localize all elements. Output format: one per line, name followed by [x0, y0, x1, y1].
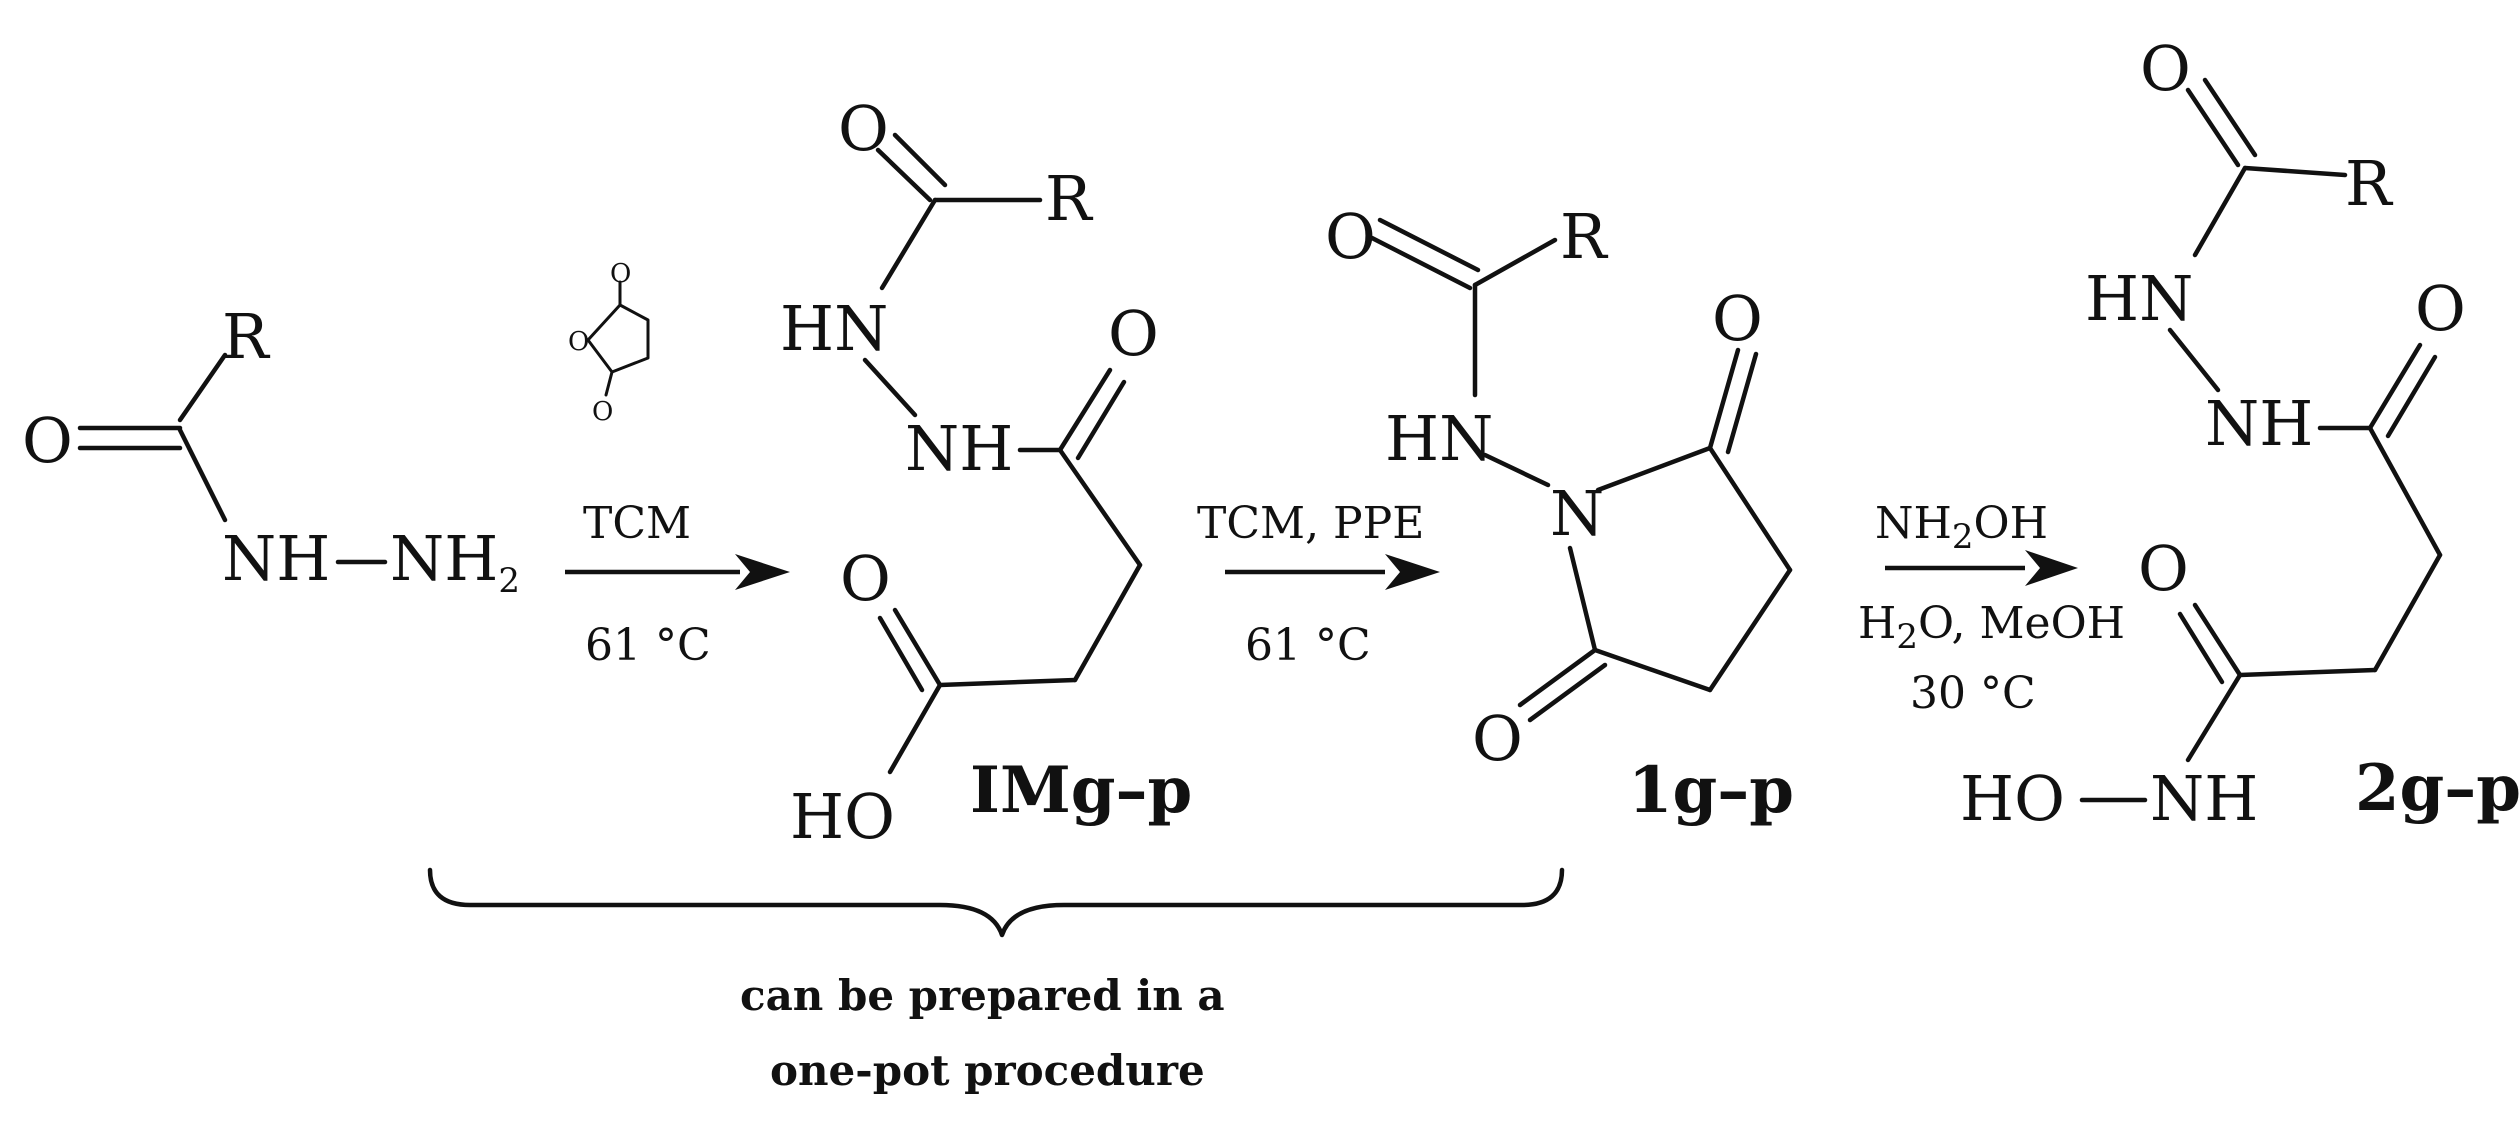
im-chain-2 — [1072, 562, 1143, 683]
anhydride-o-ring: O — [568, 327, 589, 357]
arrow3-line1: NH2OH — [1875, 498, 2048, 557]
imide-structure: O R HN N O O 1g–p — [1325, 200, 1794, 828]
im-co-2 — [892, 132, 948, 188]
im-c-o-2 — [1075, 379, 1127, 461]
prod-c-o-2 — [2385, 354, 2438, 439]
arrow1-head — [735, 554, 790, 590]
atom-nh: NH — [222, 522, 330, 595]
arrow3-line2: H2O, MeOH — [1858, 598, 2125, 657]
imide-c-r — [1472, 237, 1558, 288]
prod-ha-co-1 — [2192, 602, 2243, 678]
prod-ho: HO — [1960, 762, 2065, 835]
prod-ha-co-2 — [2177, 611, 2225, 685]
im-ho: HO — [790, 780, 895, 853]
imide-r: R — [1560, 200, 1609, 273]
prod-co-2 — [2202, 77, 2258, 158]
imide-ring-2 — [1707, 445, 1793, 573]
atom-o: O — [22, 404, 73, 477]
im-o-acid: O — [840, 542, 891, 615]
starting-hydrazide: R O NH NH2 — [22, 300, 520, 601]
arrow3-line3: 30 °C — [1910, 668, 2036, 719]
im-acid-co-2 — [877, 615, 925, 693]
imide-ring-4 — [1592, 647, 1713, 693]
im-co-1 — [875, 147, 933, 203]
imide-co-top-1 — [1707, 347, 1741, 451]
arrow-step-1: O O O TCM 61 °C — [565, 259, 790, 671]
imide-ring-1 — [1595, 445, 1713, 493]
anhydride-o-top: O — [610, 259, 631, 289]
imide-n: N — [1550, 477, 1604, 550]
prod-o-top: O — [2140, 32, 2191, 105]
im-acid-co-1 — [892, 607, 943, 688]
arrow3-head — [2025, 550, 2078, 586]
product-label: 2g–p — [2355, 751, 2520, 826]
prod-hn: HN — [2085, 262, 2193, 335]
prod-c-hn — [2192, 165, 2248, 258]
im-n-n — [862, 357, 918, 418]
atom-r: R — [222, 300, 271, 373]
one-pot-brace: can be prepared in a one-pot procedure — [427, 867, 1565, 1095]
bond-c-n — [177, 427, 228, 523]
imide-hn: HN — [1385, 402, 1493, 475]
arrow2-head — [1385, 554, 1440, 590]
imide-o-bottom: O — [1472, 702, 1523, 775]
intermediate-label: IMg–p — [970, 753, 1192, 828]
im-chain-3 — [937, 677, 1078, 688]
imide-co-bot-2 — [1527, 662, 1608, 723]
prod-n-n — [2167, 327, 2221, 393]
brace-note-line2: one-pot procedure — [770, 1046, 1205, 1095]
prod-c-nh — [2185, 672, 2243, 763]
im-chain-1 — [1057, 447, 1143, 568]
arrow2-top-label: TCM, PPE — [1197, 498, 1424, 549]
arrow1-top-label: TCM — [583, 498, 691, 549]
prod-nh-ha: NH — [2150, 762, 2258, 835]
anhydride-o-bottom: O — [592, 397, 613, 427]
prod-c-o-1 — [2367, 342, 2423, 431]
succinic-anhydride-icon: O O O — [568, 259, 650, 427]
imide-o-acyl: O — [1325, 200, 1376, 273]
bond-c-r — [177, 352, 228, 423]
intermediate-structure: O R HN NH O O HO IMg–p — [780, 92, 1192, 853]
imide-nh-n — [1482, 452, 1551, 488]
im-hn: HN — [780, 292, 888, 365]
imide-o-top: O — [1712, 282, 1763, 355]
im-nh: NH — [905, 412, 1013, 485]
prod-o-mid: O — [2415, 272, 2466, 345]
imide-co-1 — [1369, 235, 1473, 291]
prod-c-r — [2242, 165, 2348, 178]
arrow-step-3: NH2OH H2O, MeOH 30 °C — [1858, 498, 2125, 719]
arrow1-bottom-label: 61 °C — [585, 620, 711, 671]
product-structure: O R HN NH O O NH HO 2g–p — [1960, 32, 2520, 835]
atom-nh2: NH2 — [390, 522, 520, 601]
im-c-hn — [879, 197, 938, 291]
im-o-mid: O — [1108, 297, 1159, 370]
arrow-step-2: TCM, PPE 61 °C — [1197, 498, 1440, 671]
prod-chain-3 — [2237, 667, 2378, 678]
imide-co-bot-1 — [1517, 647, 1598, 708]
curly-brace — [427, 867, 1565, 938]
imide-label: 1g–p — [1628, 753, 1794, 828]
im-acid-oh — [887, 682, 943, 775]
imide-ring-5 — [1567, 545, 1598, 653]
imide-co-top-2 — [1725, 351, 1759, 455]
im-r: R — [1045, 162, 1094, 235]
arrow2-bottom-label: 61 °C — [1245, 620, 1371, 671]
prod-chain-2 — [2372, 552, 2443, 673]
imide-co-2 — [1377, 217, 1481, 273]
prod-nh: NH — [2205, 387, 2313, 460]
prod-co-1 — [2185, 87, 2241, 168]
prod-chain-1 — [2367, 425, 2443, 558]
im-c-o-1 — [1057, 367, 1113, 453]
brace-note-line1: can be prepared in a — [740, 971, 1225, 1020]
prod-o-ha: O — [2138, 532, 2189, 605]
prod-r: R — [2345, 147, 2394, 220]
imide-ring-3 — [1707, 567, 1793, 693]
